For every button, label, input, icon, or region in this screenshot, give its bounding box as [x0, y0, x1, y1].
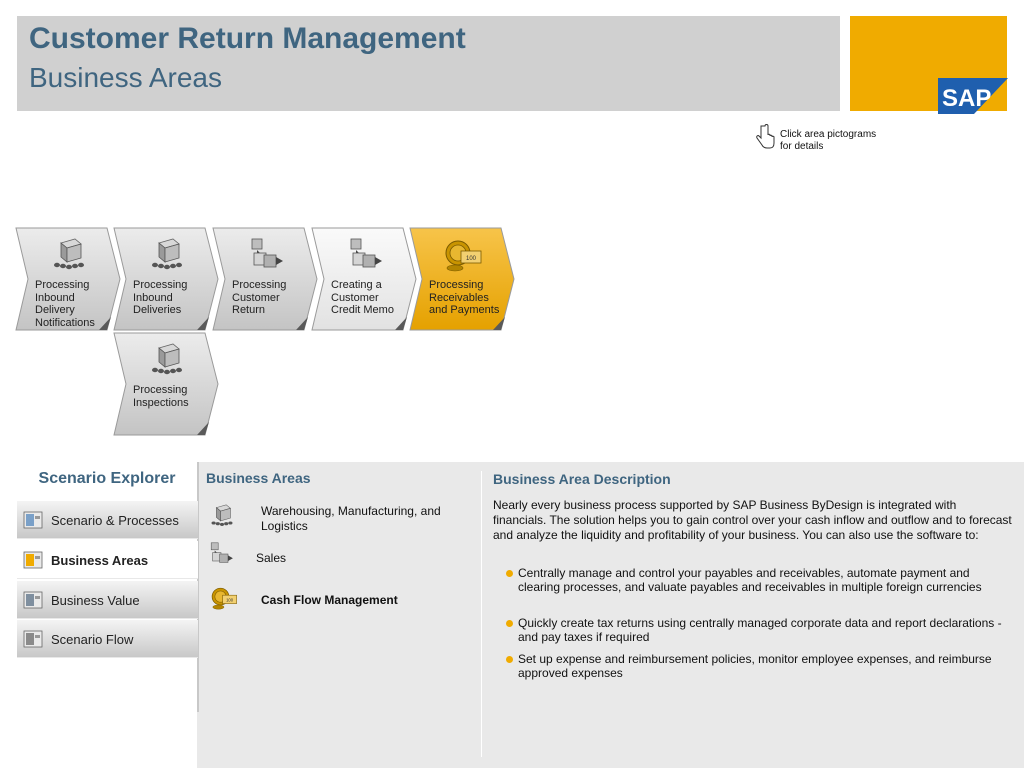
- sap-logo-panel: SAP: [850, 16, 1008, 114]
- scenario-flow-icon: [23, 630, 43, 648]
- process-step-icon-wrap: [443, 235, 483, 275]
- explorer-nav-label: Business Areas: [51, 553, 149, 568]
- hint-text: Click area pictograms for details: [780, 129, 877, 152]
- panel-divider: [481, 471, 482, 757]
- sales-arrow-icon: [205, 540, 237, 568]
- process-step[interactable]: Processing Customer Return: [212, 227, 318, 331]
- business-area-icon-wrap[interactable]: [205, 540, 237, 568]
- process-step-label: Processing Customer Return: [232, 279, 287, 316]
- process-step[interactable]: Processing Inspections: [113, 332, 219, 436]
- process-step[interactable]: Creating a Customer Credit Memo: [311, 227, 417, 331]
- panel-border: [197, 462, 199, 712]
- process-step[interactable]: Processing Inbound Delivery Notification…: [15, 227, 121, 331]
- warehouse-cube-icon: [206, 502, 238, 530]
- hand-pointer-icon: [756, 124, 775, 149]
- sales-arrow-icon: [345, 235, 385, 275]
- business-area-label: Sales: [256, 551, 287, 565]
- chevron-shape: [113, 227, 219, 331]
- explorer-nav-item[interactable]: Scenario Flow: [17, 620, 198, 658]
- process-step-icon-wrap: [345, 235, 385, 275]
- process-step-icon-wrap: [49, 235, 89, 275]
- business-areas-icon: [23, 551, 43, 569]
- cash-coins-icon: [208, 584, 240, 612]
- cash-coins-icon: [443, 235, 483, 275]
- chevron-shape: [311, 227, 417, 331]
- chevron-shape: [409, 227, 515, 331]
- chevron-shape: [113, 332, 219, 436]
- process-step-icon-wrap: [147, 235, 187, 275]
- explorer-nav-label: Scenario & Processes: [51, 513, 179, 528]
- process-step[interactable]: Processing Receivables and Payments: [409, 227, 515, 331]
- warehouse-cube-icon: [49, 235, 89, 275]
- sales-arrow-icon: [246, 235, 286, 275]
- page-title: Customer Return Management: [29, 22, 466, 55]
- business-areas-title: Business Areas: [206, 470, 311, 486]
- process-step-icon-wrap: [147, 340, 187, 380]
- scenario-explorer-title: Scenario Explorer: [38, 470, 176, 487]
- process-step-label: Creating a Customer Credit Memo: [331, 279, 394, 316]
- process-step-icon-wrap: [246, 235, 286, 275]
- explorer-nav-item[interactable]: Business Areas: [17, 541, 198, 579]
- business-area-description-title: Business Area Description: [493, 471, 671, 487]
- business-area-label: Cash Flow Management: [261, 593, 398, 607]
- warehouse-cube-icon: [147, 340, 187, 380]
- explorer-nav-item[interactable]: Scenario & Processes: [17, 501, 198, 539]
- sap-logo-text: SAP: [942, 85, 991, 112]
- explorer-nav-label: Scenario Flow: [51, 632, 134, 647]
- business-value-icon: [23, 591, 43, 609]
- explorer-nav-item[interactable]: Business Value: [17, 581, 198, 619]
- description-bullet: Quickly create tax returns using central…: [506, 616, 1006, 644]
- process-step-label: Processing Inbound Delivery Notification…: [35, 279, 95, 329]
- description-intro: Nearly every business process supported …: [493, 498, 1012, 542]
- business-area-label: Warehousing, Manufacturing, and Logistic…: [261, 504, 441, 533]
- process-step-label: Processing Inbound Deliveries: [133, 279, 188, 316]
- business-area-icon-wrap[interactable]: [208, 584, 240, 612]
- description-bullet: Set up expense and reimbursement policie…: [506, 652, 1006, 680]
- chevron-shape: [15, 227, 121, 331]
- sap-logo-icon: SAP: [938, 78, 1008, 114]
- process-step[interactable]: Processing Inbound Deliveries: [113, 227, 219, 331]
- process-step-label: Processing Receivables and Payments: [429, 279, 500, 316]
- page-subtitle: Business Areas: [29, 62, 222, 93]
- warehouse-cube-icon: [147, 235, 187, 275]
- chevron-shape: [212, 227, 318, 331]
- explorer-nav-label: Business Value: [51, 593, 140, 608]
- process-step-label: Processing Inspections: [133, 384, 189, 409]
- header-bar: [17, 16, 840, 111]
- business-area-icon-wrap[interactable]: [206, 502, 238, 530]
- detail-panel: [197, 462, 1024, 768]
- description-bullet: Centrally manage and control your payabl…: [506, 566, 1006, 594]
- scenario-processes-icon: [23, 511, 43, 529]
